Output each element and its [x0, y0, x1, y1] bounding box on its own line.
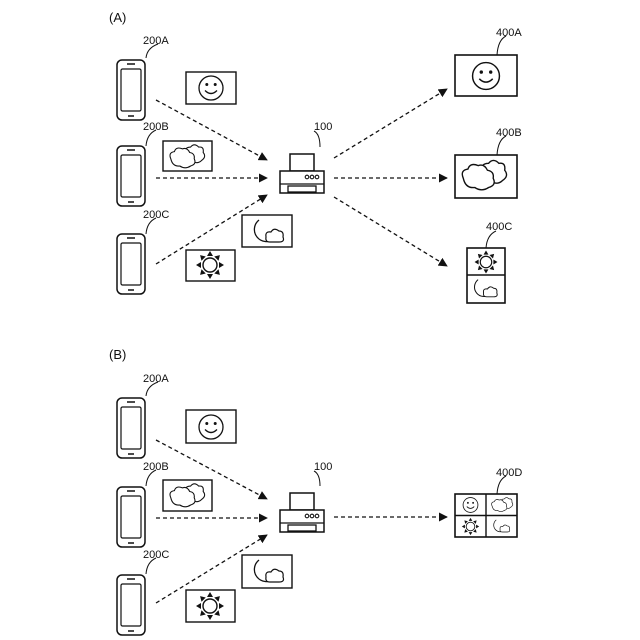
smartphone-icon	[117, 146, 145, 206]
smartphone-200a: 200A	[117, 35, 169, 120]
output-print-400d: 400D	[455, 467, 522, 537]
sun-icon	[475, 251, 498, 274]
image-card-sun	[186, 590, 235, 622]
printer-100: 100	[280, 461, 332, 532]
printer-icon	[280, 154, 324, 193]
smartphone-icon	[117, 575, 145, 635]
arrow-printer-to-400c	[334, 197, 447, 266]
smiley-face-icon	[199, 415, 223, 439]
image-card-smiley	[186, 72, 236, 104]
leader-line	[314, 131, 320, 147]
sun-icon	[462, 518, 479, 535]
leader-line	[314, 471, 320, 486]
leader-line	[486, 231, 496, 248]
panel-b-label: (B)	[109, 347, 126, 362]
sun-icon	[196, 592, 224, 620]
output-label-400a: 400A	[496, 27, 522, 39]
image-card-clouds	[163, 141, 212, 171]
device-label-200a: 200A	[143, 373, 169, 385]
smartphone-200c: 200C	[117, 209, 169, 294]
printer-label: 100	[314, 121, 332, 133]
printer-100: 100	[280, 121, 332, 193]
panel-a-label: (A)	[109, 10, 126, 25]
device-label-200c: 200C	[143, 549, 169, 561]
smartphone-icon	[117, 487, 145, 547]
smiley-face-icon	[199, 76, 223, 100]
device-label-200a: 200A	[143, 35, 169, 47]
output-label-400d: 400D	[496, 467, 522, 479]
panel-a: (A) 200A 200B 200C	[109, 10, 522, 303]
output-print-400b: 400B	[455, 127, 522, 198]
panel-b: (B) 200A 200B 200C	[109, 347, 522, 635]
output-arrows	[334, 89, 447, 266]
device-label-200b: 200B	[143, 121, 169, 133]
smartphone-200c: 200C	[117, 549, 169, 635]
image-card-clouds	[163, 480, 212, 511]
smartphone-icon	[117, 60, 145, 120]
printer-label: 100	[314, 461, 332, 473]
image-card-smiley	[186, 410, 236, 443]
output-label-400b: 400B	[496, 127, 522, 139]
image-card-moon	[242, 215, 292, 247]
arrow-printer-to-400a	[334, 89, 447, 158]
image-card-sun	[186, 250, 235, 281]
smiley-face-icon	[473, 63, 500, 90]
output-print-400c: 400C	[467, 221, 512, 303]
smartphone-200b: 200B	[117, 121, 169, 206]
sun-icon	[196, 251, 224, 279]
smartphone-200b: 200B	[117, 461, 169, 547]
image-card-moon	[242, 555, 292, 588]
output-label-400c: 400C	[486, 221, 512, 233]
printer-icon	[280, 493, 324, 532]
smiley-face-icon	[463, 498, 478, 513]
device-label-200b: 200B	[143, 461, 169, 473]
output-print-400a: 400A	[455, 27, 522, 96]
smartphone-icon	[117, 398, 145, 458]
smartphone-icon	[117, 234, 145, 294]
smartphone-200a: 200A	[117, 373, 169, 458]
device-label-200c: 200C	[143, 209, 169, 221]
